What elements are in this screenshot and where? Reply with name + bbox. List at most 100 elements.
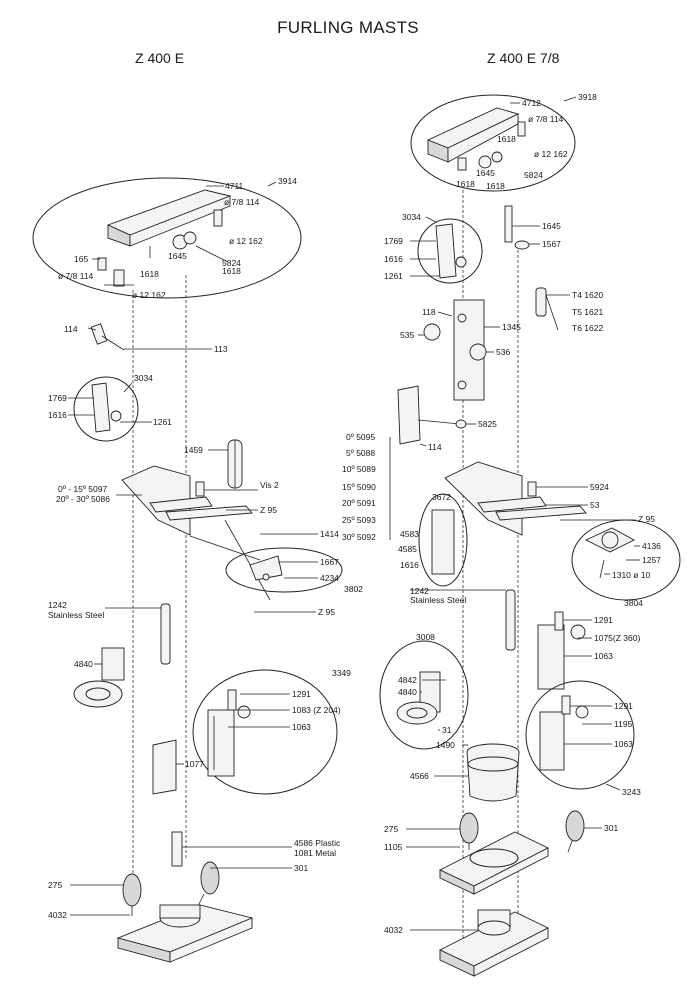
left-pin-114: [90, 323, 125, 351]
label-3802: 3802: [344, 584, 363, 594]
right-mast-heading: Z 400 E 7/8: [487, 50, 560, 66]
label-1645-c: 1645: [542, 221, 561, 231]
label-1618-e: 1618: [486, 181, 505, 191]
right-bracket-114: [397, 385, 467, 445]
right-gooseneck-1075: [537, 611, 586, 690]
label-53: 53: [590, 500, 600, 510]
label-4136: 4136: [642, 541, 661, 551]
left-base-4032: [116, 904, 254, 963]
label-1769-b: 1769: [384, 236, 403, 246]
label-301: 301: [294, 863, 308, 873]
right-pin-1645: [504, 205, 530, 250]
right-detail-ellipse-3672: [418, 493, 468, 587]
label-12-162-b: ø 12 162: [132, 290, 166, 300]
left-part-4586: [171, 831, 183, 867]
right-detail-circle-3034: [417, 218, 483, 284]
label-4712: 4712: [522, 98, 541, 108]
label-1618-d: 1618: [456, 179, 475, 189]
label-1291: 1291: [292, 689, 311, 699]
right-spreader-tip: [584, 527, 635, 579]
label-3918: 3918: [578, 92, 597, 102]
label-4585: 4585: [398, 544, 417, 554]
right-tang-t4-t6: [535, 287, 547, 317]
label-7-8-114: ø 7/8 114: [224, 197, 260, 207]
label-1195: 1195: [614, 719, 633, 729]
left-spreader-bracket: [121, 465, 271, 601]
label-t5-1621: T5 1621: [572, 307, 603, 317]
label-1077: 1077: [185, 759, 204, 769]
label-1063-b: 1063: [594, 651, 613, 661]
left-top-detail-ellipse: [32, 177, 302, 299]
left-gooseneck: [207, 689, 251, 777]
label-535: 535: [400, 330, 414, 340]
right-top-detail-ellipse: [410, 94, 576, 192]
label-t6-1622: T6 1622: [572, 323, 603, 333]
label-5824-b: 5824: [524, 170, 543, 180]
right-spreader-socket: [431, 509, 455, 575]
label-vis-2: Vis 2: [260, 480, 279, 490]
label-4032: 4032: [48, 910, 67, 920]
label-3349: 3349: [332, 668, 351, 678]
label-4583: 4583: [400, 529, 419, 539]
label-1242-b: 1242: [410, 586, 429, 596]
label-stainless-steel-b: Stainless Steel: [410, 595, 466, 605]
label-3914: 3914: [278, 176, 297, 186]
right-detail-ellipse-3243: [525, 680, 635, 790]
left-shackle-4840: [73, 647, 125, 708]
label-1063-c: 1063: [614, 739, 633, 749]
label-1459: 1459: [184, 445, 203, 455]
right-spreader-bracket: [444, 461, 587, 536]
right-detail-ellipse-3008: [379, 640, 469, 750]
label-3008: 3008: [416, 632, 435, 642]
label-7-8-114-c: ø 7/8 114: [528, 114, 564, 124]
label-114: 114: [64, 324, 78, 334]
label-3804: 3804: [624, 598, 643, 608]
label-angle-0: 0º 5095: [346, 432, 375, 442]
left-detail-ellipse-3349: [192, 669, 338, 795]
label-1616-b: 1616: [384, 254, 403, 264]
label-angle-30: 30º 5092: [342, 532, 376, 542]
label-1257: 1257: [642, 555, 661, 565]
label-5825: 5825: [478, 419, 497, 429]
label-3034-b: 3034: [402, 212, 421, 222]
label-1645: 1645: [168, 251, 187, 261]
label-4566: 4566: [410, 771, 429, 781]
label-t4-1620: T4 1620: [572, 290, 603, 300]
label-3034: 3034: [134, 373, 153, 383]
right-masthead-crane: [426, 107, 526, 171]
label-165: 165: [74, 254, 88, 264]
label-3672: 3672: [432, 492, 451, 502]
right-gooseneck-1195: [539, 695, 589, 771]
label-1242: 1242: [48, 600, 67, 610]
right-collar-4566: [466, 743, 520, 802]
label-12-162: ø 12 162: [229, 236, 263, 246]
label-118: 118: [422, 307, 436, 317]
label-20-30-5086: 20º - 30º 5086: [56, 494, 110, 504]
label-1261: 1261: [153, 417, 172, 427]
label-angle-25: 25º 5093: [342, 515, 376, 525]
left-block-301: [197, 861, 220, 907]
label-5924: 5924: [590, 482, 609, 492]
label-1618-b: 1618: [140, 269, 159, 279]
label-4711: 4711: [225, 181, 244, 191]
label-1667: 1667: [320, 557, 339, 567]
label-275: 275: [48, 880, 62, 890]
label-4840-b: 4840: [398, 687, 417, 697]
right-halyard-guide: [435, 223, 467, 279]
label-angle-5: 5º 5088: [346, 448, 375, 458]
right-stainless-strip: [505, 589, 516, 651]
right-base-4032: [438, 909, 550, 977]
label-4842: 4842: [398, 675, 417, 685]
label-1075: 1075(Z 360): [594, 633, 640, 643]
right-plate-1345: [423, 299, 487, 401]
label-3243: 3243: [622, 787, 641, 797]
label-1645-b: 1645: [476, 168, 495, 178]
label-1618-c: 1618: [497, 134, 516, 144]
label-31: 31: [442, 725, 452, 735]
label-z95: Z 95: [260, 505, 277, 515]
left-spreader-tip: [249, 555, 283, 581]
label-114-b: 114: [428, 442, 442, 452]
page-title: FURLING MASTS: [277, 18, 419, 37]
label-4032-b: 4032: [384, 925, 403, 935]
